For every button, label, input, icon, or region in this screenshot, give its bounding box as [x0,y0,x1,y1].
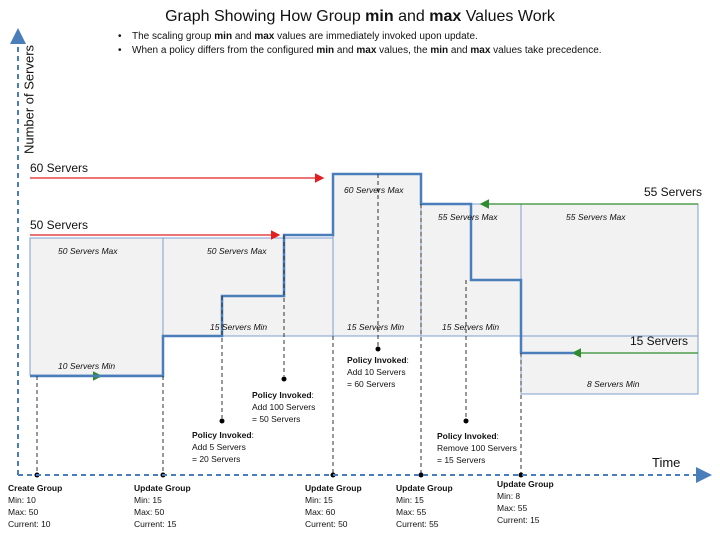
level-label: 50 Servers [30,218,89,232]
bullet-item: •The scaling group min and max values ar… [118,31,478,42]
event-marker [418,472,424,478]
box-label: 8 Servers Min [587,379,640,389]
box-label: 60 Servers Max [344,185,404,195]
policy-note: Policy Invoked:Add 100 Servers= 50 Serve… [252,390,316,424]
level-label: 15 Servers [630,334,689,348]
event-drop-lines [36,174,522,474]
level-label: 55 Servers [644,185,703,199]
policy-note: Policy Invoked:Add 5 Servers= 20 Servers [192,430,254,464]
range-box [332,173,422,337]
x-axis-label: Time [652,455,681,470]
y-axis-label: Number of Servers [21,44,37,155]
range-box [29,237,164,376]
box-label: 15 Servers Min [442,322,500,332]
box-label: 50 Servers Max [58,246,118,256]
policy-note: Policy Invoked:Add 10 Servers= 60 Server… [347,355,409,389]
policy-marker [281,376,287,382]
box-label: 55 Servers Max [566,212,626,222]
policy-marker [375,346,381,352]
bullet-list: •The scaling group min and max values ar… [118,30,602,58]
policy-note: Policy Invoked:Remove 100 Servers= 15 Se… [437,431,517,465]
box-label: 55 Servers Max [438,212,498,222]
box-label: 10 Servers Min [58,361,116,371]
range-box [520,203,699,395]
box-label: 15 Servers Min [347,322,405,332]
box-label: 50 Servers Max [207,246,267,256]
bullet-item: •When a policy differs from the configur… [118,45,602,56]
policy-marker [463,418,469,424]
event-marker [518,472,524,478]
policy-marker [219,418,225,424]
current-servers-line [30,172,574,378]
box-label: 15 Servers Min [210,322,268,332]
level-label: 60 Servers [30,161,89,175]
page-title: Graph Showing How Group min and max Valu… [165,8,555,25]
range-box [162,237,334,337]
